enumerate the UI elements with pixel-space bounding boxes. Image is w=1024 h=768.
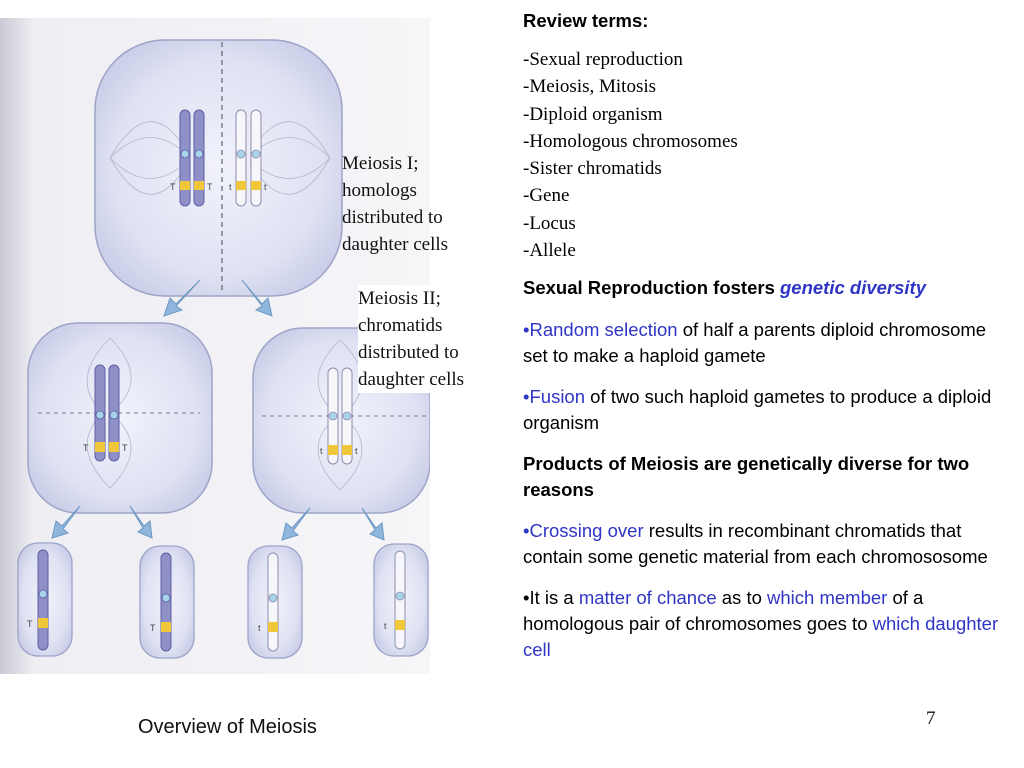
allele-label: t — [355, 446, 358, 456]
allele-label: T — [170, 182, 176, 192]
homolog-pair-recessive: t t — [229, 109, 267, 207]
homolog-pair-dominant: T T — [170, 109, 213, 207]
review-terms-heading: Review terms: — [523, 10, 649, 31]
allele-label: t — [320, 446, 323, 456]
allele-label: T — [83, 443, 89, 453]
allele-label: T — [150, 623, 156, 633]
allele-label: t — [264, 182, 267, 192]
bullet-fusion: •Fusion of two such haploid gametes to p… — [523, 384, 1003, 436]
figure-caption: Overview of Meiosis — [138, 716, 317, 738]
term-item: -Diploid organism — [523, 103, 663, 125]
bullet-random-selection: •Random selection of half a parents dipl… — [523, 317, 1003, 369]
bullet-highlight: •Crossing over — [523, 520, 644, 542]
bullet-matter-of-chance: •It is a matter of chance as to which me… — [523, 585, 1003, 663]
allele-label: t — [258, 623, 261, 633]
arrow-icon — [129, 505, 153, 539]
arrow-icon — [281, 507, 311, 541]
bullet-text: •It is a — [523, 587, 579, 609]
allele-label: T — [122, 443, 128, 453]
products-of-meiosis-heading: Products of Meiosis are genetically dive… — [523, 453, 970, 501]
bullet-highlight: •Fusion — [523, 386, 586, 408]
term-item: -Allele — [523, 240, 576, 262]
gamete-3: t — [247, 545, 303, 659]
allele-label: t — [229, 182, 232, 192]
bullet-highlight: matter of chance — [578, 587, 717, 609]
term-item: -Locus — [523, 212, 576, 234]
gamete-2: T — [139, 545, 195, 659]
bullet-highlight: which member — [767, 587, 888, 609]
text-column: Review terms: -Sexual reproduction -Meio… — [523, 8, 1003, 663]
genetic-diversity-heading: Sexual Reproduction fosters genetic dive… — [523, 275, 1003, 301]
bullet-highlight: which daughter cell — [523, 613, 999, 661]
gamete-1: T — [17, 542, 73, 657]
bullet-text: of a homologous pair of chromosomes goes… — [523, 587, 924, 635]
arrow-icon — [361, 507, 385, 541]
gamete-4: t — [373, 543, 429, 657]
bullet-highlight: •Random selection — [523, 319, 678, 341]
term-item: -Meiosis, Mitosis — [523, 76, 657, 98]
allele-label: T — [207, 182, 213, 192]
term-item: -Homologous chromosomes — [523, 130, 738, 152]
parent-cell: T T t t — [94, 39, 343, 297]
slide-number: 7 — [926, 708, 936, 729]
arrow-icon — [241, 279, 273, 317]
daughter-cell-left: T T — [27, 322, 213, 514]
bullet-text: of half a parents diploid chromosome set… — [523, 319, 987, 367]
heading-highlight: genetic diversity — [780, 277, 927, 299]
allele-label: t — [384, 621, 387, 631]
arrows-meiosis2 — [51, 505, 385, 541]
arrow-icon — [51, 505, 81, 539]
arrow-icon — [163, 279, 201, 317]
caption-meiosis-1: Meiosis I; homologs distributed to daugh… — [342, 153, 449, 255]
term-item: -Sister chromatids — [523, 158, 662, 180]
bullet-text: results in recombinant chromatids that c… — [523, 520, 988, 568]
bullet-text: of two such haploid gametes to produce a… — [523, 386, 992, 434]
caption-meiosis-2: Meiosis II; chromatids distributed to da… — [358, 285, 498, 393]
bullet-text: as to — [716, 587, 768, 609]
allele-label: T — [27, 619, 33, 629]
arrows-meiosis1 — [163, 279, 273, 317]
term-item: -Sexual reproduction — [523, 49, 683, 70]
term-item: -Gene — [523, 185, 570, 207]
review-terms-list: -Sexual reproduction -Meiosis, Mitosis -… — [523, 46, 1003, 264]
heading-text: Sexual Reproduction fosters — [523, 277, 780, 299]
bullet-crossing-over: •Crossing over results in recombinant ch… — [523, 518, 1003, 570]
